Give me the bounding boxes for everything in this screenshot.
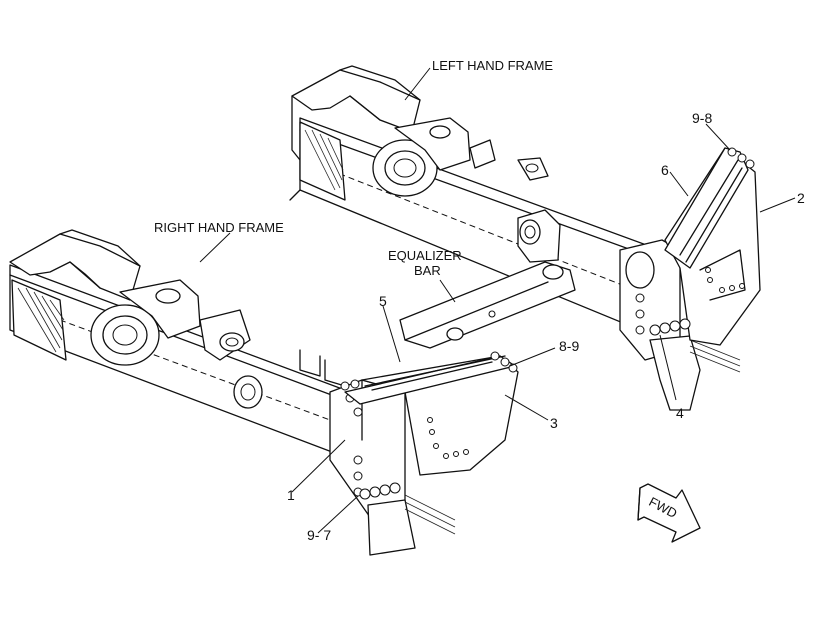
callout-3: 3 (550, 415, 558, 431)
callout-6: 6 (661, 162, 669, 178)
lh-outer-plate (649, 147, 761, 346)
equalizer-bar (399, 261, 576, 349)
equalizer-label-line2: BAR (414, 263, 441, 278)
callout-9-8: 9-8 (692, 110, 712, 126)
callout-1: 1 (287, 487, 295, 503)
left-hand-frame (289, 65, 741, 411)
rh-outer-plate (340, 351, 519, 500)
callout-4: 4 (676, 405, 684, 421)
left-hand-frame-label: LEFT HAND FRAME (432, 58, 553, 73)
fwd-arrow-icon: FWD (637, 483, 701, 543)
right-hand-frame (9, 229, 456, 556)
leader-lines (199, 67, 796, 534)
right-hand-frame-label: RIGHT HAND FRAME (154, 220, 284, 235)
callout-5: 5 (379, 293, 387, 309)
callout-8-9: 8-9 (559, 338, 579, 354)
equalizer-label-line1: EQUALIZER (388, 248, 462, 263)
callout-2: 2 (797, 190, 805, 206)
callout-9-7: 9- 7 (307, 527, 331, 543)
